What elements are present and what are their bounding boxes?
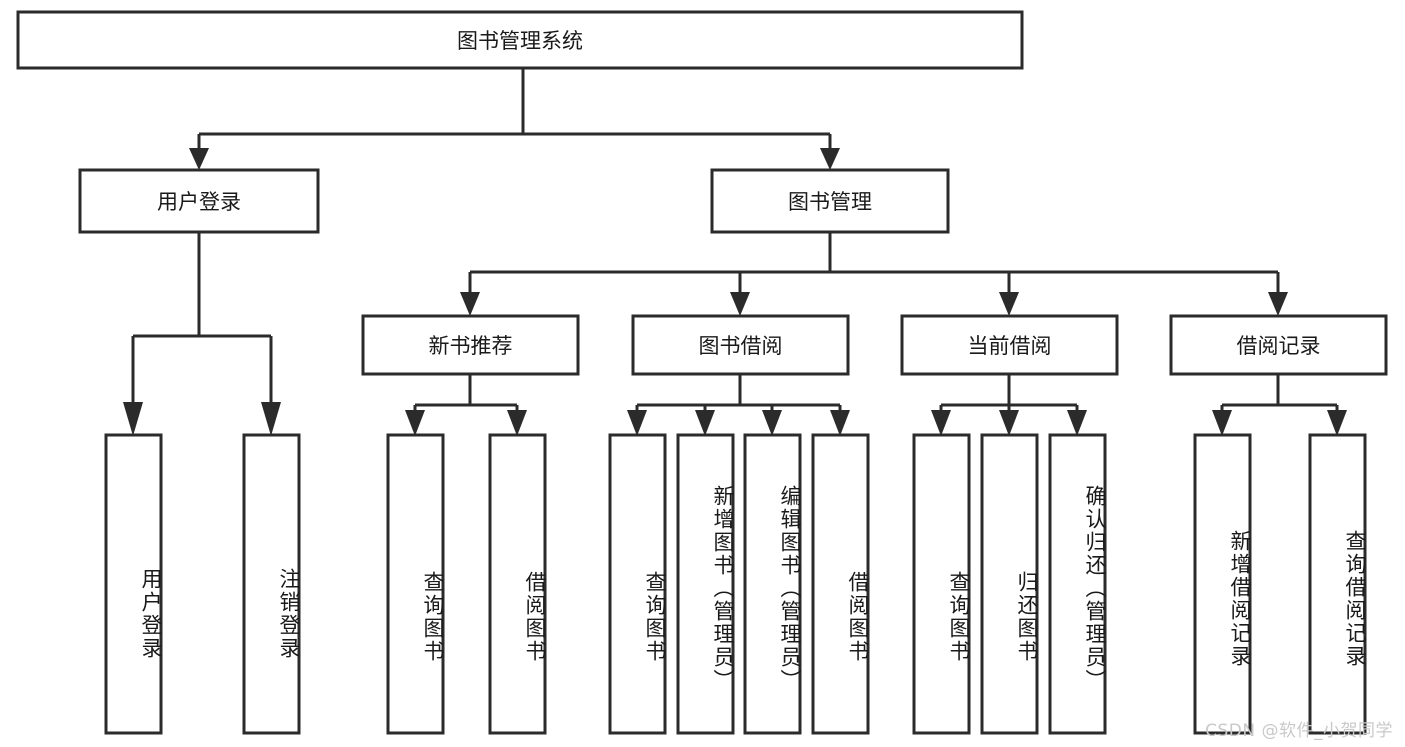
- arrowhead-leaf-new-book-rec-1: [507, 410, 527, 436]
- leaf-user-login-1[interactable]: [242, 433, 301, 735]
- arrowhead-leaf-book-borrow-1: [695, 410, 715, 436]
- arrowhead-borrow-record: [1268, 292, 1288, 316]
- arrowhead-leaf-borrow-record-1: [1327, 410, 1347, 436]
- node-box-layer: [16, 10, 1388, 735]
- arrowhead-leaf-book-borrow-2: [762, 410, 782, 436]
- arrowhead-leaf-current-borrow-0: [931, 410, 951, 436]
- arrowhead-new-book-rec: [460, 292, 480, 316]
- leaf-current-borrow-2[interactable]: [1048, 433, 1107, 735]
- leaf-current-borrow-1[interactable]: [980, 433, 1039, 735]
- arrowhead-leaf-book-borrow-3: [830, 410, 850, 436]
- leaf-borrow-record-0[interactable]: [1193, 433, 1252, 735]
- node-current-borrow[interactable]: [900, 314, 1119, 376]
- arrowhead-layer: [123, 148, 1347, 436]
- leaf-book-borrow-2[interactable]: [743, 433, 802, 735]
- leaf-borrow-record-1[interactable]: [1308, 433, 1367, 735]
- arrowhead-current-borrow: [999, 292, 1019, 316]
- leaf-book-borrow-3[interactable]: [811, 433, 870, 735]
- arrowhead-leaf-user-login-0: [123, 402, 143, 436]
- node-book-mgmt[interactable]: [710, 168, 950, 234]
- arrowhead-book-mgmt: [820, 148, 840, 170]
- node-borrow-record[interactable]: [1169, 314, 1388, 376]
- arrowhead-leaf-current-borrow-2: [1067, 410, 1087, 436]
- leaf-new-book-rec-1[interactable]: [488, 433, 547, 735]
- leaf-book-borrow-1[interactable]: [676, 433, 735, 735]
- arrowhead-book-borrow: [730, 292, 750, 316]
- leaf-current-borrow-0[interactable]: [912, 433, 971, 735]
- leaf-user-login-0[interactable]: [104, 433, 163, 735]
- leaf-new-book-rec-0[interactable]: [386, 433, 445, 735]
- arrowhead-leaf-current-borrow-1: [999, 410, 1019, 436]
- arrowhead-leaf-borrow-record-0: [1212, 410, 1232, 436]
- node-book-borrow[interactable]: [631, 314, 850, 376]
- leaf-book-borrow-0[interactable]: [608, 433, 667, 735]
- node-new-book-rec[interactable]: [361, 314, 580, 376]
- arrowhead-leaf-book-borrow-0: [627, 410, 647, 436]
- arrowhead-user-login: [189, 148, 209, 170]
- arrowhead-leaf-new-book-rec-0: [405, 410, 425, 436]
- arrowhead-leaf-user-login-1: [261, 402, 281, 436]
- node-user-login[interactable]: [78, 168, 320, 234]
- node-root[interactable]: [16, 10, 1024, 70]
